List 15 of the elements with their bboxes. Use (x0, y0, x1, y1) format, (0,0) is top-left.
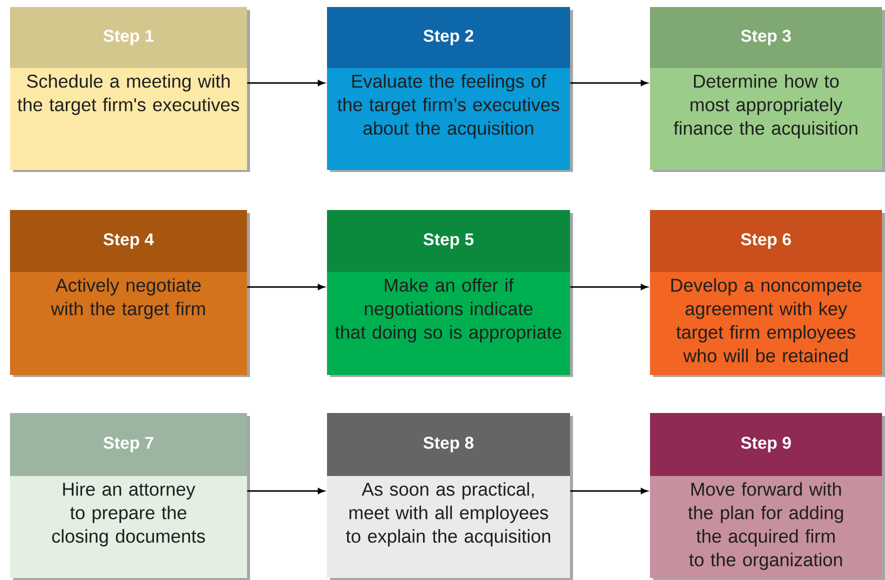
step-card: Step 3 Determine how to most appropriately finance the acquisition (650, 7, 885, 172)
step-card: Step 5 Make an offer if negotiations indicate that doing so is appropriate (327, 210, 573, 377)
step-card: Step 6 Develop a noncompete agreement with key target firm employees who will be retained (650, 210, 885, 377)
step-card: Step 4 Actively negotiate with the target firm (10, 210, 250, 377)
arrow (247, 488, 324, 494)
step-card: Step 7 Hire an attorney to prepare the closing documents (10, 413, 250, 580)
arrow (570, 284, 648, 290)
step-card: Step 1 Schedule a meeting with the target firm's executives (10, 7, 250, 172)
step-card: Step 8 As soon as practical, meet with all employees to explain the acquisition (327, 413, 573, 580)
arrow (570, 80, 648, 86)
step-card: Step 9 Move forward with the plan for adding the acquired firm to the organization (650, 413, 885, 580)
arrow (247, 80, 324, 86)
arrow (247, 284, 324, 290)
step-card: Step 2 Evaluate the feelings of the target firm’s executives about the acquisition (327, 7, 573, 172)
arrow (570, 488, 648, 494)
